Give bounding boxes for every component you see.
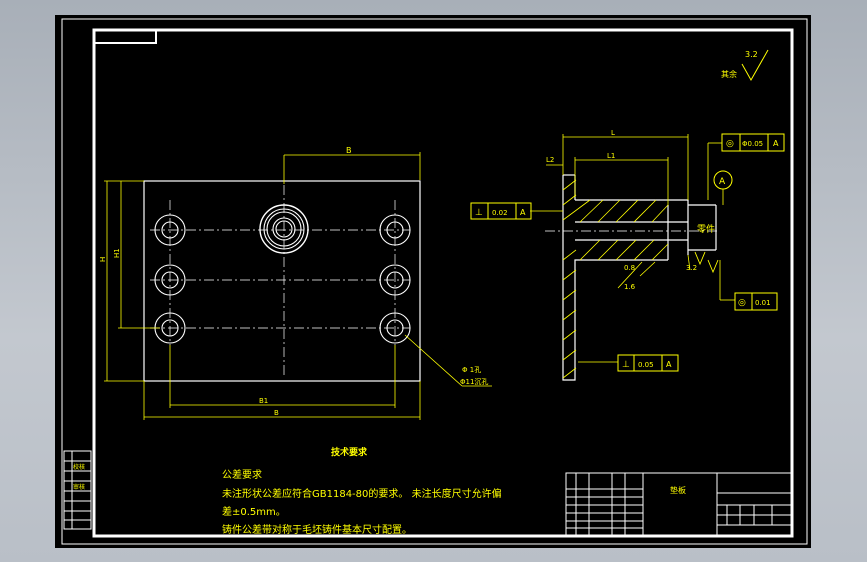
title-block — [565, 472, 793, 537]
dim-side-top: L — [611, 129, 615, 137]
tech-req-heading: 技术要求 — [331, 446, 368, 458]
counterbore-hole-br — [379, 312, 411, 344]
gdt-left-datum: A — [520, 208, 526, 217]
inner-frame — [92, 28, 794, 538]
gdt-frame-bottom — [617, 354, 679, 372]
front-view — [104, 152, 492, 420]
roughness-2: 1.6 — [624, 283, 636, 291]
dim-bottom-outer: B — [274, 409, 279, 417]
tech-req-line-3: 差±0.5mm。 — [222, 505, 286, 518]
hole-spec-1: Φ 1孔 — [462, 366, 481, 374]
gdt-bottom-symbol: ⊥ — [622, 360, 630, 370]
gdt-bottom-tolerance: 0.05 — [638, 361, 654, 369]
dim-side-left: L2 — [546, 156, 554, 164]
outer-sheet-border — [61, 18, 808, 545]
tech-req-line-1: 公差要求 — [222, 468, 262, 481]
gdt-top-right-datum: A — [773, 139, 779, 148]
tech-req-line-2: 未注形状公差应符合GB1184-80的要求。 未注长度尺寸允许偏 — [222, 487, 502, 500]
dim-left-height: H — [99, 257, 107, 262]
dim-left-mid: H1 — [113, 248, 121, 258]
counterbore-hole-tr — [379, 214, 411, 246]
surface-finish-symbol — [741, 49, 769, 82]
counterbore-hole-tl — [154, 214, 186, 246]
center-bore — [259, 204, 309, 254]
surface-finish-prefix: 其余 — [721, 69, 737, 79]
left-strip-label-2: 校核 — [73, 463, 85, 471]
roughness-1: 0.8 — [624, 264, 635, 272]
gdt-bottom-datum: A — [666, 360, 672, 369]
gdt-top-right-tolerance: Φ0.05 — [742, 140, 763, 148]
viewport-background — [55, 15, 811, 548]
dim-top-width: B — [346, 146, 352, 155]
surface-finish-value: 3.2 — [745, 50, 758, 59]
left-strip-label-4: 审核 — [73, 483, 85, 491]
gdt-frame-left — [470, 202, 532, 220]
roughness-3: 3.2 — [686, 264, 697, 272]
part-annotation: 零件 — [697, 223, 715, 235]
gdt-right-tolerance: 0.01 — [755, 299, 771, 307]
plate-outline — [143, 180, 421, 382]
side-section-view — [530, 134, 735, 381]
hole-spec-2: Φ11沉孔 — [460, 378, 488, 386]
datum-letter: A — [719, 177, 726, 187]
tech-req-line-4: 铸件公差带对称于毛坯铸件基本尺寸配置。 — [222, 523, 412, 536]
gdt-right-symbol: ◎ — [738, 298, 746, 308]
dim-side-inner: L1 — [607, 152, 615, 160]
gdt-frame-top-right — [721, 133, 785, 152]
gdt-top-right-symbol: ◎ — [726, 139, 734, 149]
gdt-frame-right — [734, 292, 778, 311]
gdt-left-tolerance: 0.02 — [492, 209, 508, 217]
left-strip-table — [63, 450, 92, 530]
counterbore-hole-mr — [379, 264, 411, 296]
counterbore-hole-ml — [154, 264, 186, 296]
title-block-part-name: 垫板 — [670, 485, 686, 495]
dim-bottom-inner: B1 — [259, 397, 268, 405]
code-box — [93, 29, 157, 44]
gdt-left-symbol: ⊥ — [475, 208, 483, 218]
